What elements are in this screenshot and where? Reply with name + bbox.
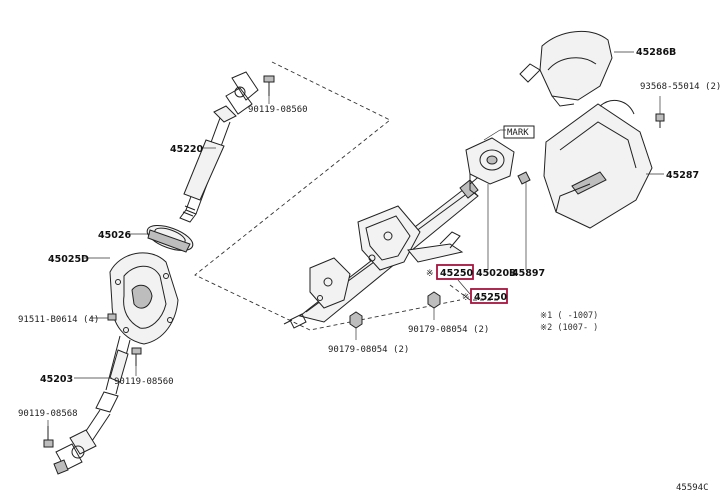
highlight-box-45250-a bbox=[436, 264, 474, 280]
label-45286b: 45286B bbox=[636, 47, 676, 58]
label-45020b: 45020B bbox=[476, 268, 516, 279]
label-45897: 45897 bbox=[512, 268, 545, 279]
label-90119-low: 90119-08568 bbox=[18, 409, 78, 419]
steering-column-assembly bbox=[283, 173, 483, 329]
label-90179-low: 90179-08054 (2) bbox=[328, 345, 409, 355]
label-91511: 91511-B0614 (4) bbox=[18, 315, 99, 325]
label-93568: 93568-55014 (2) bbox=[640, 82, 720, 92]
footnote-2: ※2 (1007- ) bbox=[540, 323, 598, 333]
label-45025d: 45025D bbox=[48, 254, 89, 265]
mark-box bbox=[503, 125, 535, 139]
label-45026: 45026 bbox=[98, 230, 131, 241]
bolt-90119-top bbox=[263, 75, 275, 96]
highlight-box-45250-b bbox=[470, 288, 508, 304]
screw-93568 bbox=[655, 113, 665, 128]
assembly-dashed-outline bbox=[194, 61, 461, 331]
label-45220: 45220 bbox=[170, 144, 203, 155]
label-90119-mid: 90119-08560 bbox=[114, 377, 174, 387]
label-90119-top: 90119-08560 bbox=[248, 105, 308, 115]
hole-cover-45026 bbox=[146, 225, 194, 253]
screw-45897 bbox=[517, 171, 531, 185]
ref-mark-a: ※ bbox=[426, 269, 434, 279]
lock-housing-45020b bbox=[465, 137, 515, 197]
label-45250-a: 45250 bbox=[440, 268, 473, 279]
label-45203: 45203 bbox=[40, 374, 73, 385]
intermediate-shaft-lower bbox=[53, 335, 131, 475]
bolt-91511 bbox=[107, 313, 117, 321]
leader-lines bbox=[47, 51, 664, 426]
nut-90179-low bbox=[349, 311, 363, 329]
intermediate-shaft-upper bbox=[179, 71, 259, 223]
boot-45025d bbox=[109, 252, 179, 345]
bolt-90119-mid bbox=[131, 347, 142, 366]
label-90179-right: 90179-08054 (2) bbox=[408, 325, 489, 335]
ref-mark-b: ※ bbox=[462, 293, 470, 303]
bolt-90119-low bbox=[43, 426, 54, 448]
diagram-id: 45594C bbox=[676, 483, 709, 493]
nut-90179-right bbox=[427, 291, 441, 309]
label-45287: 45287 bbox=[666, 170, 699, 181]
label-mark: MARK bbox=[507, 128, 529, 138]
upper-column-cover-45286b bbox=[519, 30, 613, 107]
label-45250-b: 45250 bbox=[474, 292, 507, 303]
assembly-dashed-outline-2 bbox=[449, 284, 500, 301]
footnote-1: ※1 ( -1007) bbox=[540, 311, 598, 321]
lower-column-cover-45287 bbox=[543, 99, 653, 229]
